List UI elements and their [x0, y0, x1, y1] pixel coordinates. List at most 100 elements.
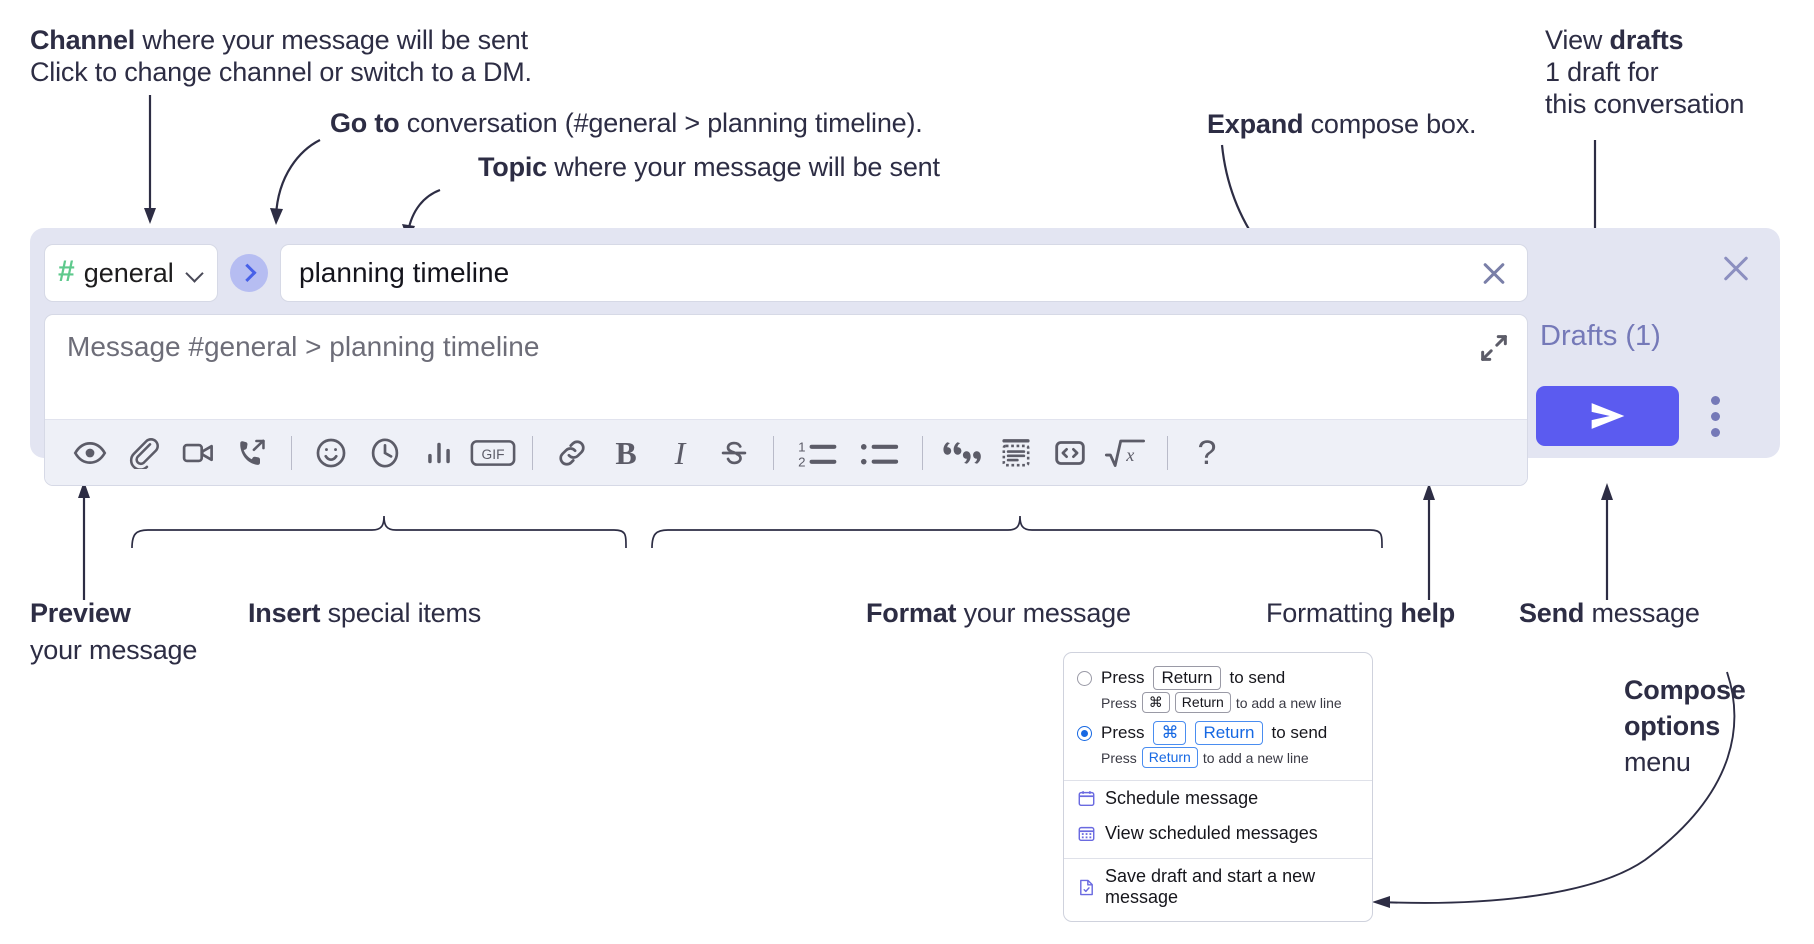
hash-icon: # [58, 255, 75, 288]
ordered-list-button[interactable]: 1 2 [786, 428, 850, 478]
formatting-toolbar: GIF B I [45, 419, 1527, 485]
annotation-format-bold: Format [866, 598, 957, 628]
annotation-expand-rest: compose box. [1303, 109, 1477, 139]
gif-button[interactable]: GIF [466, 428, 520, 478]
poll-button[interactable] [412, 428, 466, 478]
menu-item-label: Save draft and start a new message [1105, 866, 1316, 907]
compose-options-button[interactable] [1700, 390, 1730, 442]
hint-post-label: to add a new line [1202, 749, 1309, 766]
annotation-channel-sub: Click to change channel or switch to a D… [30, 57, 532, 87]
clear-topic-icon[interactable] [1477, 256, 1511, 290]
code-button[interactable] [1043, 428, 1097, 478]
radio-unselected-icon[interactable] [1077, 670, 1092, 686]
code-block-button[interactable] [989, 428, 1043, 478]
annotation-drafts-sub2: this conversation [1545, 89, 1745, 119]
paper-plane-icon [1591, 403, 1624, 429]
radio-selected-icon[interactable] [1077, 725, 1092, 741]
svg-text:x: x [1125, 445, 1134, 465]
annotation-goto-rest: conversation (#general > planning timeli… [399, 108, 923, 138]
annotation-preview: Preview [30, 595, 131, 631]
send-option-return[interactable]: Press Return to send [1064, 663, 1372, 691]
video-button[interactable] [171, 428, 225, 478]
math-button[interactable]: x [1097, 428, 1155, 478]
menu-item-schedule-message[interactable]: Schedule message [1064, 781, 1372, 816]
annotation-compose-options-l1: Compose [1624, 675, 1746, 705]
key-command: ⌘ [1141, 692, 1170, 713]
goto-conversation-button[interactable] [230, 254, 268, 292]
annotation-insert: Insert special items [248, 595, 481, 631]
channel-name-label: general [83, 257, 174, 288]
menu-item-label: View scheduled messages [1105, 823, 1318, 843]
expand-compose-icon[interactable] [1477, 331, 1511, 365]
topic-input-wrapper[interactable]: planning timeline [280, 244, 1528, 302]
hint-pre-label: Press [1101, 749, 1137, 766]
attach-button[interactable] [117, 428, 171, 478]
send-option-cmd-return[interactable]: Press ⌘ Return to send [1064, 718, 1372, 746]
menu-divider [1064, 780, 1372, 781]
kebab-dot [1710, 427, 1720, 437]
annotation-channel-rest: where your message will be sent [135, 25, 528, 55]
compose-options-menu: Press Return to send Press ⌘ Return to a… [1063, 652, 1373, 922]
annotation-drafts: View drafts [1545, 22, 1684, 58]
menu-item-view-scheduled-messages[interactable]: View scheduled messages [1064, 816, 1372, 851]
emoji-button[interactable] [304, 428, 358, 478]
annotation-drafts-sub1: 1 draft for [1545, 57, 1659, 87]
send-option-cmd-return-hint: Press Return to add a new line [1064, 746, 1372, 773]
menu-item-label: Schedule message [1105, 788, 1259, 808]
formatting-help-button[interactable]: ? [1180, 428, 1234, 478]
close-compose-icon[interactable] [1718, 250, 1754, 286]
annotation-send-bold: Send [1519, 598, 1585, 628]
annotation-send-rest: message [1584, 598, 1700, 628]
annotation-topic-rest: where your message will be sent [547, 152, 940, 182]
hint-post-label: to add a new line [1235, 694, 1342, 711]
message-compose-panel: # general planning timeline Message #gen… [30, 228, 1780, 486]
toolbar-divider [532, 435, 533, 470]
annotation-topic: Topic where your message will be sent [478, 149, 940, 185]
annotation-topic-bold: Topic [478, 152, 547, 182]
preview-button[interactable] [63, 428, 117, 478]
key-command: ⌘ [1153, 721, 1187, 745]
bold-button[interactable]: B [599, 428, 653, 478]
bold-label: B [615, 434, 637, 471]
toolbar-divider [773, 435, 774, 470]
blockquote-button[interactable] [935, 428, 989, 478]
annotation-expand-bold: Expand [1207, 109, 1304, 139]
strikethrough-button[interactable] [707, 428, 761, 478]
italic-button[interactable]: I [653, 428, 707, 478]
annotation-goto: Go to conversation (#general > planning … [330, 105, 923, 141]
topic-input[interactable]: planning timeline [299, 257, 510, 288]
annotation-drafts-bold: drafts [1609, 25, 1684, 55]
message-placeholder: Message #general > planning timeline [67, 331, 540, 362]
key-return: Return [1174, 692, 1231, 713]
svg-text:GIF: GIF [482, 446, 505, 461]
annotation-help-bold: help [1400, 598, 1456, 628]
channel-selector[interactable]: # general [44, 244, 218, 302]
menu-item-save-draft[interactable]: Save draft and start a new message [1064, 859, 1372, 915]
annotation-goto-bold: Go to [330, 108, 400, 138]
kebab-dot [1710, 395, 1720, 405]
reminder-button[interactable] [358, 428, 412, 478]
hint-pre-label: Press [1101, 694, 1137, 711]
menu-divider [1064, 858, 1372, 859]
link-button[interactable] [545, 428, 599, 478]
compose-header-row: # general planning timeline [44, 242, 1528, 304]
annotation-insert-rest: special items [320, 598, 482, 628]
bulleted-list-button[interactable] [850, 428, 910, 478]
annotation-format-rest: your message [956, 598, 1131, 628]
compose-main-column: # general planning timeline Message #gen… [44, 242, 1528, 486]
option-post-label: to send [1229, 668, 1286, 687]
annotation-format: Format your message [866, 595, 1131, 631]
toolbar-divider [922, 435, 923, 470]
annotation-expand: Expand compose box. [1207, 106, 1477, 142]
compose-right-rail: Drafts (1) [1528, 228, 1780, 458]
annotation-preview-sub: your message [30, 635, 198, 665]
key-return: Return [1153, 666, 1221, 690]
message-text-area[interactable]: Message #general > planning timeline [45, 315, 1527, 419]
huddle-button[interactable] [225, 428, 279, 478]
toolbar-divider [291, 435, 292, 470]
send-button[interactable] [1536, 386, 1679, 446]
svg-text:2: 2 [798, 454, 805, 469]
drafts-link[interactable]: Drafts (1) [1540, 320, 1661, 352]
annotation-channel-bold: Channel [30, 25, 136, 55]
annotation-compose-options-l2: options [1624, 711, 1721, 741]
